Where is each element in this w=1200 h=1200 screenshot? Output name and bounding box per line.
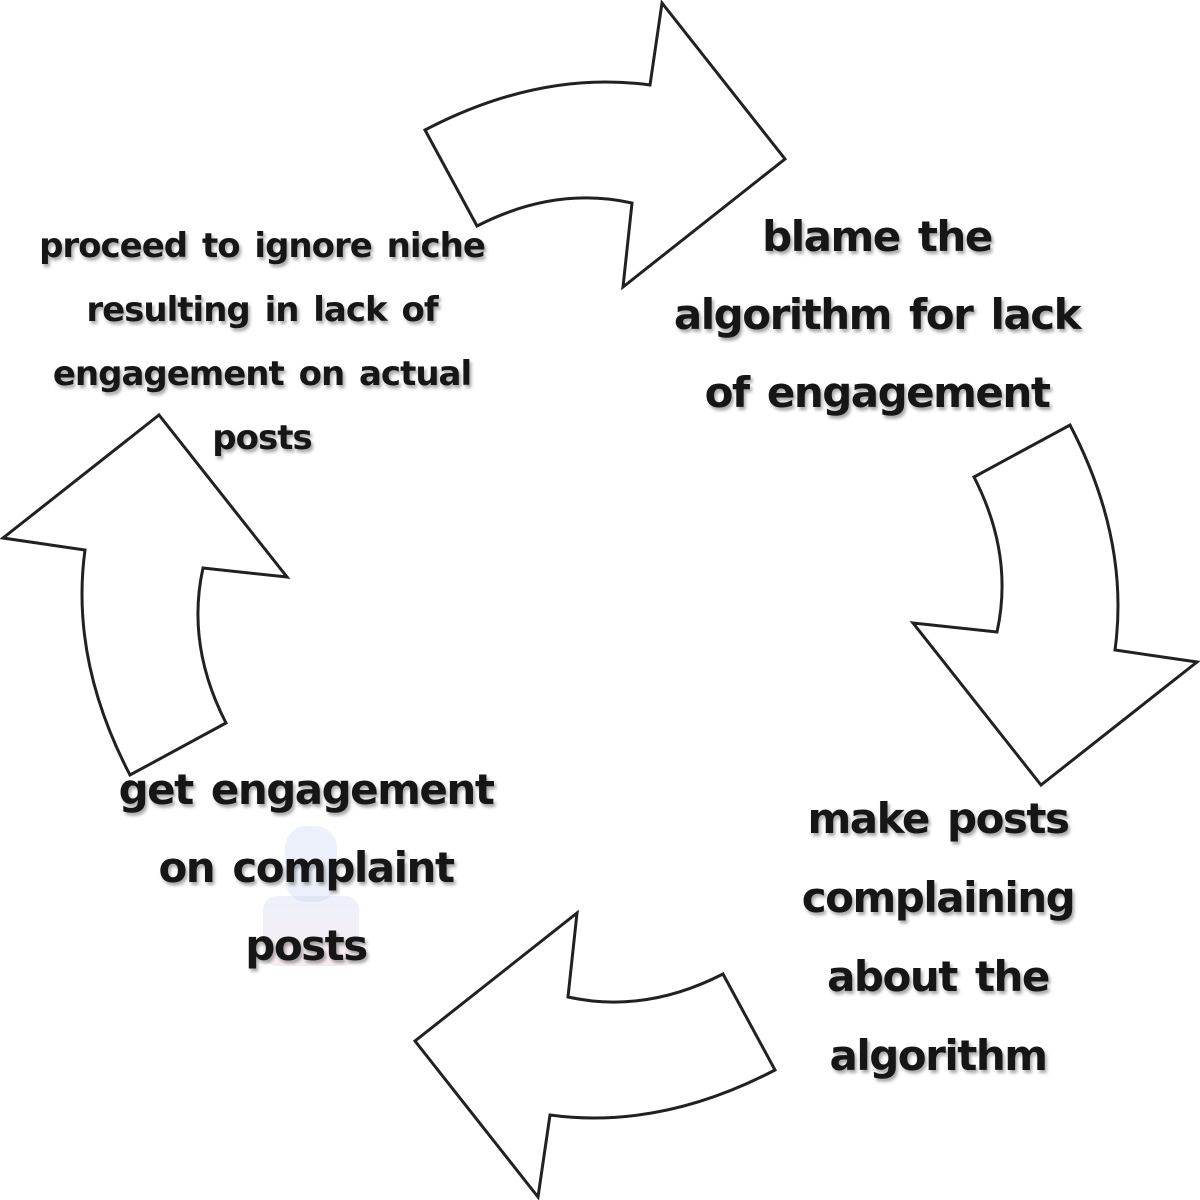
node-text-line: about the [827, 952, 1050, 1001]
node-get-engagement: get engagement on complaint posts [76, 751, 536, 985]
node-make-posts-complaining: make posts complaining about the algorit… [708, 779, 1168, 1095]
node-text-line: algorithm [829, 1031, 1048, 1080]
node-text-line: posts [212, 418, 312, 458]
curved-block-arrow-down-icon [911, 423, 1199, 787]
faint-silhouette-watermark [263, 826, 359, 966]
node-proceed-to-ignore-niche: proceed to ignore niche resulting in lac… [12, 214, 512, 470]
watermark-head-shape [285, 826, 337, 902]
node-text-line: of engagement [704, 368, 1051, 417]
node-text-line: get engagement [118, 765, 495, 814]
node-text-line: complaining [801, 873, 1076, 922]
node-text-line: on complaint [158, 843, 455, 892]
node-blame-the-algorithm: blame the algorithm for lack of engageme… [647, 198, 1107, 432]
node-text-line: blame the [762, 212, 993, 261]
node-text-line: make posts [807, 794, 1070, 843]
node-text-line: proceed to ignore niche [39, 226, 486, 266]
node-text-line: engagement on actual [52, 354, 472, 394]
node-text-line: resulting in lack of [86, 290, 438, 330]
watermark-body-shape [263, 896, 359, 966]
node-text-line: algorithm for lack [673, 290, 1082, 339]
node-text-line: posts [245, 921, 368, 970]
